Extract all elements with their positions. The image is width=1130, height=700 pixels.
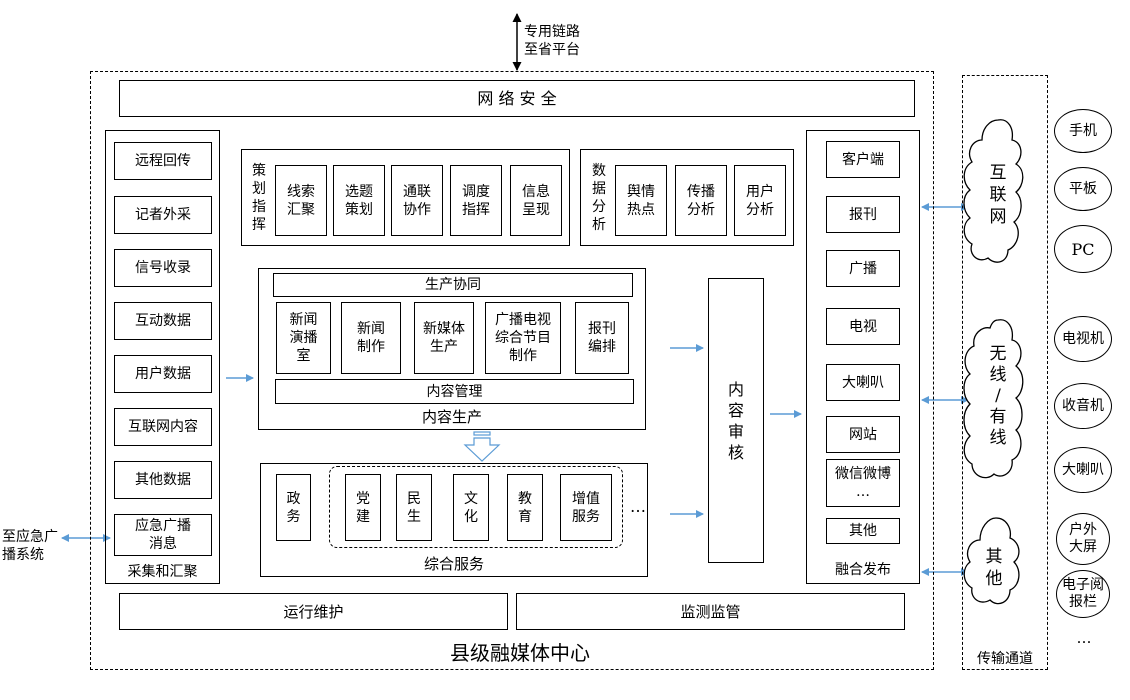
top-link-label: 专用链路 至省平台	[524, 24, 580, 58]
data-analysis-label: 数 据 分 析	[592, 163, 606, 233]
services-item-livelihood: 民 生	[396, 474, 432, 541]
cloud-wireless-label: 无 线 / 有 线	[989, 344, 1007, 448]
network-security-bar: 网 络 安 全	[119, 80, 915, 117]
device-phone: 手机	[1054, 109, 1112, 153]
cloud-wireless	[963, 319, 1024, 479]
ops-bar: 运行维护	[119, 593, 508, 630]
production-item-news: 新闻 制作	[341, 302, 401, 374]
publish-radio: 广播	[826, 250, 900, 287]
services-panel	[260, 463, 648, 577]
collect-item-user: 用户数据	[114, 355, 212, 393]
publish-newspaper: 报刊	[826, 196, 900, 233]
analysis-item-opinion: 舆情 热点	[615, 165, 667, 236]
center-title: 县级融媒体中心	[450, 641, 590, 665]
publish-title: 融合发布	[835, 562, 891, 578]
collect-item-remote: 远程回传	[114, 142, 212, 180]
services-title: 综合服务	[423, 555, 484, 573]
collect-item-interactive: 互动数据	[114, 302, 212, 340]
services-dashed-group	[329, 466, 623, 548]
analysis-item-user: 用户 分析	[734, 165, 786, 236]
analysis-item-spread: 传播 分析	[675, 165, 727, 236]
device-ellipsis: …	[1076, 629, 1092, 647]
production-item-broadcast: 广播电视 综合节目 制作	[485, 302, 561, 374]
device-radio: 收音机	[1054, 383, 1112, 429]
device-loudspeaker: 大喇叭	[1054, 447, 1112, 493]
collect-title: 采集和汇聚	[127, 564, 198, 580]
collect-item-other: 其他数据	[114, 461, 212, 499]
plan-item-clues: 线索 汇聚	[275, 165, 327, 236]
services-ellipsis: …	[630, 497, 646, 516]
device-pc: PC	[1054, 225, 1112, 273]
production-item-newmedia: 新媒体 生产	[414, 302, 474, 374]
production-item-layout: 报刊 编排	[575, 302, 629, 374]
production-title: 内容生产	[421, 408, 482, 426]
cloud-internet-label: 互 联 网	[989, 163, 1007, 227]
publish-wechat-weibo: 微信微博 …	[826, 459, 900, 507]
publish-loudspeaker: 大喇叭	[826, 364, 900, 401]
media-center-boundary	[90, 71, 934, 670]
production-panel	[258, 268, 646, 430]
data-analysis-panel	[580, 149, 794, 246]
publish-other: 其他	[826, 518, 900, 544]
services-gov: 政 务	[276, 474, 311, 541]
publish-tv: 电视	[826, 308, 900, 345]
collect-item-reporter: 记者外采	[114, 196, 212, 234]
services-item-education: 教 育	[507, 474, 543, 541]
content-management: 内容管理	[275, 379, 634, 404]
device-outdoor-screen: 户外 大屏	[1056, 513, 1110, 565]
collect-item-internet: 互联网内容	[114, 408, 212, 446]
plan-item-dispatch: 调度 指挥	[450, 165, 502, 236]
hollow-down-arrow	[463, 431, 501, 462]
plan-item-present: 信息 呈现	[510, 165, 562, 236]
device-e-reader-board: 电子阅 报栏	[1056, 570, 1110, 618]
plan-label: 策 划 指 挥	[252, 163, 266, 233]
services-item-value-added: 增值 服务	[560, 474, 612, 541]
cloud-internet	[963, 119, 1024, 263]
collect-item-emergency: 应急广播 消息	[114, 514, 212, 556]
collect-item-signal: 信号收录	[114, 249, 212, 287]
collect-panel	[105, 130, 220, 584]
plan-panel	[241, 149, 570, 246]
channels-title: 传输通道	[977, 651, 1033, 667]
cloud-other-label: 其 他	[985, 547, 1003, 589]
content-review: 内 容 审 核	[708, 278, 764, 563]
emergency-system-label: 至应急广 播系统	[2, 529, 58, 563]
monitor-bar: 监测监管	[516, 593, 905, 630]
publish-website: 网站	[826, 416, 900, 453]
device-tv: 电视机	[1054, 316, 1112, 362]
services-item-culture: 文 化	[453, 474, 489, 541]
publish-client: 客户端	[826, 141, 900, 178]
publish-panel	[806, 130, 920, 584]
device-tablet: 平板	[1054, 167, 1112, 211]
production-item-studio: 新闻 演播 室	[276, 302, 331, 374]
production-collab: 生产协同	[273, 273, 633, 297]
channels-boundary	[962, 75, 1048, 670]
cloud-other	[963, 517, 1020, 605]
services-item-party: 党 建	[345, 474, 381, 541]
plan-item-topic: 选题 策划	[333, 165, 385, 236]
plan-item-liaison: 通联 协作	[391, 165, 443, 236]
